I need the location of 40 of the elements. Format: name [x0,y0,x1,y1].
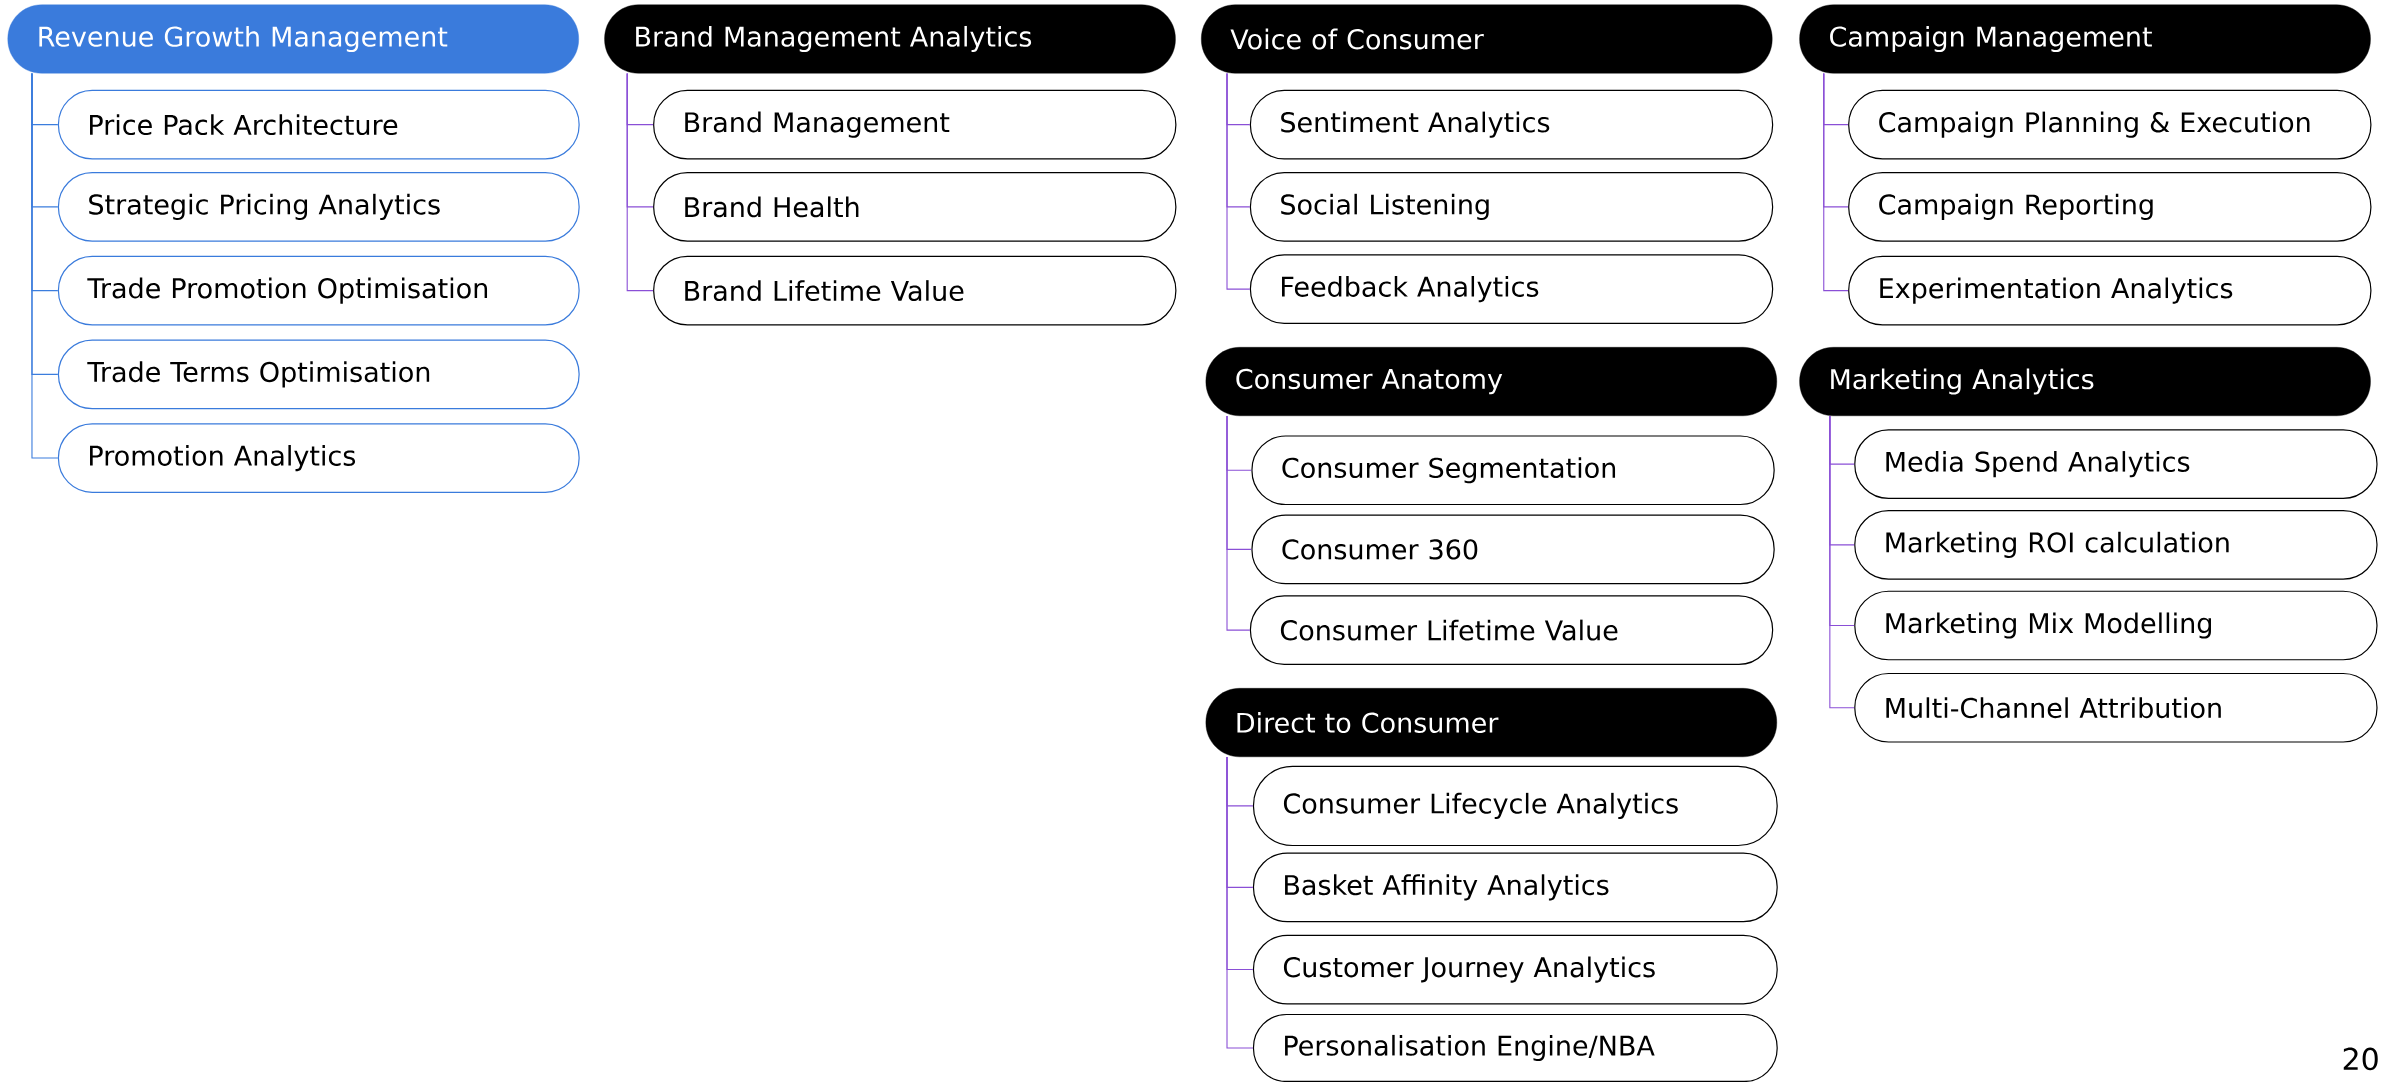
connector-line [1226,756,1254,1049]
item-pill: Brand Management [653,89,1177,160]
connector-line [1226,415,1251,631]
header-pill: Revenue Growth Management [7,4,579,74]
item-pill: Trade Terms Optimisation [57,339,580,410]
item-pill: Consumer Segmentation [1251,435,1775,506]
item-pill: Sentiment Analytics [1249,89,1774,160]
item-pill: Consumer Lifecycle Analytics [1252,765,1778,847]
page-number: 20 [2343,1047,2378,1071]
item-pill: Marketing Mix Modelling [1854,590,2378,661]
item-pill: Brand Lifetime Value [653,255,1177,326]
header-pill: Consumer Anatomy [1205,347,1777,416]
item-pill: Strategic Pricing Analytics [57,172,580,242]
item-pill: Customer Journey Analytics [1252,934,1778,1005]
header-pill: Voice of Consumer [1201,4,1773,74]
item-pill: Promotion Analytics [57,423,580,493]
header-pill: Direct to Consumer [1205,688,1777,757]
item-pill: Campaign Reporting [1848,172,2372,242]
item-pill: Social Listening [1249,172,1774,242]
item-pill: Brand Health [653,172,1177,242]
connector-line [1829,415,1855,709]
item-pill: Experimentation Analytics [1848,255,2372,326]
item-pill: Media Spend Analytics [1854,429,2378,499]
item-pill: Basket Affinity Analytics [1252,852,1778,923]
item-pill: Trade Promotion Optimisation [57,255,580,326]
item-pill: Consumer 360 [1251,514,1775,585]
connector-line [1823,72,1849,292]
item-pill: Feedback Analytics [1249,254,1774,324]
item-pill: Price Pack Architecture [57,89,580,160]
item-pill: Marketing ROI calculation [1854,510,2378,580]
item-pill: Campaign Planning & Execution [1848,89,2372,160]
item-pill: Personalisation Engine/NBA [1252,1013,1778,1082]
item-pill: Multi-Channel Attribution [1854,672,2378,743]
connector-line [31,72,59,459]
header-pill: Brand Management Analytics [604,4,1176,74]
header-pill: Campaign Management [1799,4,2371,74]
connector-line [1226,72,1251,290]
connector-line [626,72,654,292]
header-pill: Marketing Analytics [1799,347,2371,416]
item-pill: Consumer Lifetime Value [1249,595,1774,665]
